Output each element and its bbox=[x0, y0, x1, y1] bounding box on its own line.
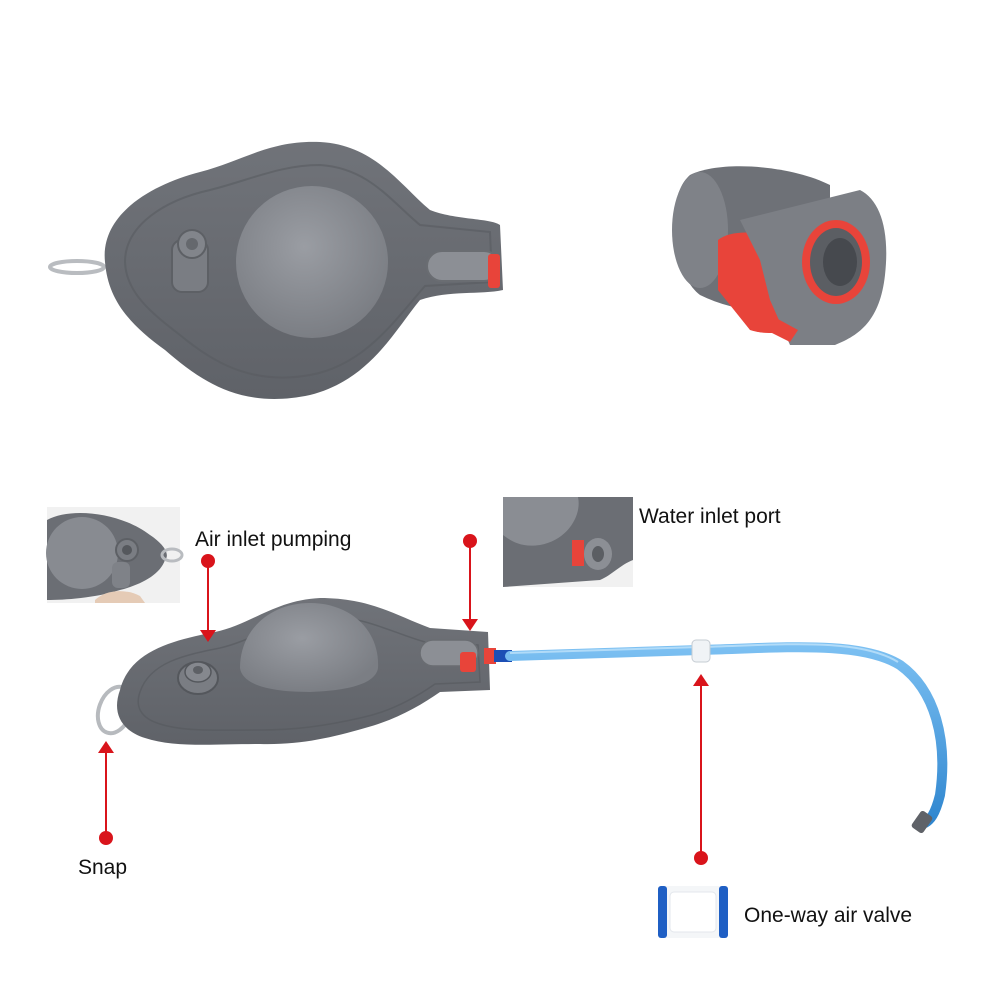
water-port-icon bbox=[426, 250, 500, 288]
water-port-closeup bbox=[672, 166, 887, 345]
water-port-bottom-icon bbox=[419, 639, 479, 672]
water-inlet-label: Water inlet port bbox=[639, 505, 781, 528]
snap-label: Snap bbox=[78, 856, 128, 879]
air-inlet-label: Air inlet pumping bbox=[195, 528, 352, 551]
pointer-air-inlet bbox=[200, 554, 216, 642]
snap-ring-icon bbox=[48, 259, 106, 275]
drinking-hose bbox=[505, 642, 948, 828]
bladder-dome-bottom bbox=[240, 603, 379, 692]
one-way-valve-icon bbox=[691, 639, 711, 663]
pointer-snap bbox=[98, 741, 114, 845]
valve-label: One-way air valve bbox=[744, 904, 913, 927]
pointer-water-inlet bbox=[462, 534, 478, 631]
water-inlet-inset bbox=[503, 497, 633, 587]
bladder-top-view bbox=[48, 141, 503, 399]
air-cap-icon bbox=[171, 229, 209, 293]
air-inlet-inset bbox=[46, 507, 184, 603]
valve-closeup-icon bbox=[658, 886, 728, 938]
bladder-dome bbox=[236, 186, 388, 338]
bladder-with-hose bbox=[95, 598, 948, 834]
air-cap-bottom-icon bbox=[177, 661, 219, 695]
pointer-valve bbox=[693, 674, 709, 865]
